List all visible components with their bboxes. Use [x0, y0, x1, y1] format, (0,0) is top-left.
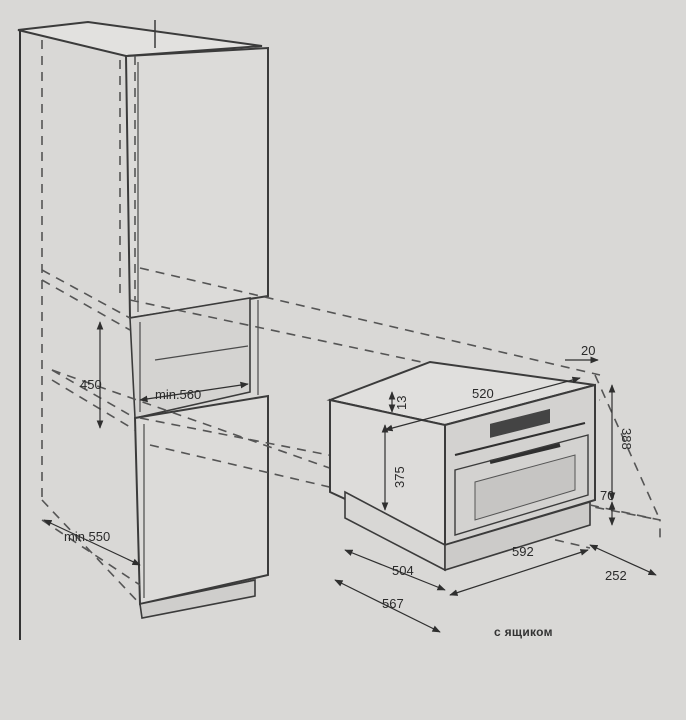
cabinet-top: [17, 20, 263, 58]
label-front-width: 592: [512, 544, 534, 559]
label-drawer-depth: 252: [605, 568, 627, 583]
oven-unit: [326, 360, 661, 572]
label-front-height: 388: [619, 428, 634, 450]
label-body-height: 375: [392, 466, 407, 488]
label-niche-height: 450: [80, 377, 102, 392]
label-offset-20: 20: [581, 343, 595, 358]
label-cabinet-depth: min.550: [64, 529, 110, 544]
caption-with-drawer: с ящиком: [494, 625, 553, 639]
oven-window: [454, 434, 589, 536]
upper-door: [124, 46, 269, 320]
label-gap-13: 13: [394, 396, 409, 410]
label-body-depth: 504: [392, 563, 414, 578]
label-top-depth: 520: [472, 386, 494, 401]
label-niche-width: min.560: [155, 387, 201, 402]
label-drawer-height: 70: [600, 488, 614, 503]
plinth: [139, 579, 256, 619]
door-handle: [489, 443, 561, 464]
label-full-depth: 567: [382, 596, 404, 611]
tall-cabinet: [17, 20, 269, 619]
lower-door: [133, 394, 269, 606]
